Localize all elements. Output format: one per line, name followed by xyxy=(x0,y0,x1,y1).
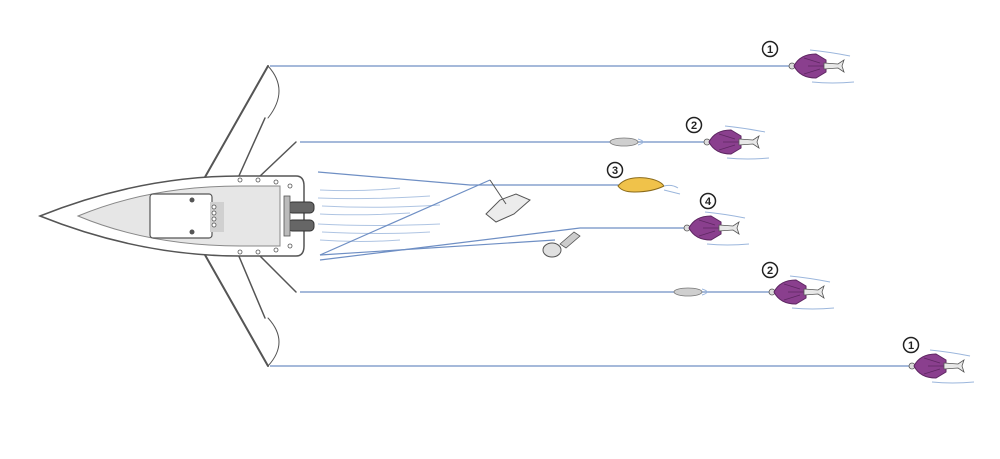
position-number-text: 1 xyxy=(767,44,773,56)
position-number-label: 2 xyxy=(761,261,779,279)
position-labels: 1 2 3 4 2 1 xyxy=(606,40,920,354)
position-number-label: 1 xyxy=(902,336,920,354)
lure-2-bottom xyxy=(768,275,835,310)
teaser-line-2 xyxy=(319,239,556,256)
teaser-dredge xyxy=(542,231,581,258)
outboard-motor-bottom xyxy=(287,219,315,232)
yellow-lure xyxy=(617,177,681,195)
teaser-lure-bottom xyxy=(673,287,708,297)
boat-console xyxy=(149,193,213,239)
purple-lures xyxy=(683,49,975,384)
position-number-label: 1 xyxy=(761,40,779,58)
teaser-lure-top xyxy=(609,137,644,147)
position-number-text: 4 xyxy=(705,196,712,208)
lure-1-top xyxy=(788,49,855,84)
position-number-text: 1 xyxy=(908,340,914,352)
teaser-bird xyxy=(485,179,531,223)
line-3 xyxy=(317,171,620,186)
teaser-line xyxy=(319,179,491,256)
boat xyxy=(37,175,315,257)
lure-2-top xyxy=(703,125,770,160)
position-number-label: 3 xyxy=(606,161,624,179)
lure-1-bottom xyxy=(908,349,975,384)
position-number-label: 2 xyxy=(685,116,703,134)
position-number-text: 2 xyxy=(767,265,773,277)
fishing-lines xyxy=(270,65,910,367)
position-number-text: 2 xyxy=(691,120,697,132)
position-number-text: 3 xyxy=(612,165,618,177)
position-number-label: 4 xyxy=(699,192,717,210)
lure-4 xyxy=(683,211,750,246)
line-4 xyxy=(319,227,685,261)
prop-wake xyxy=(317,187,441,242)
outboard-motor-top xyxy=(287,201,315,214)
